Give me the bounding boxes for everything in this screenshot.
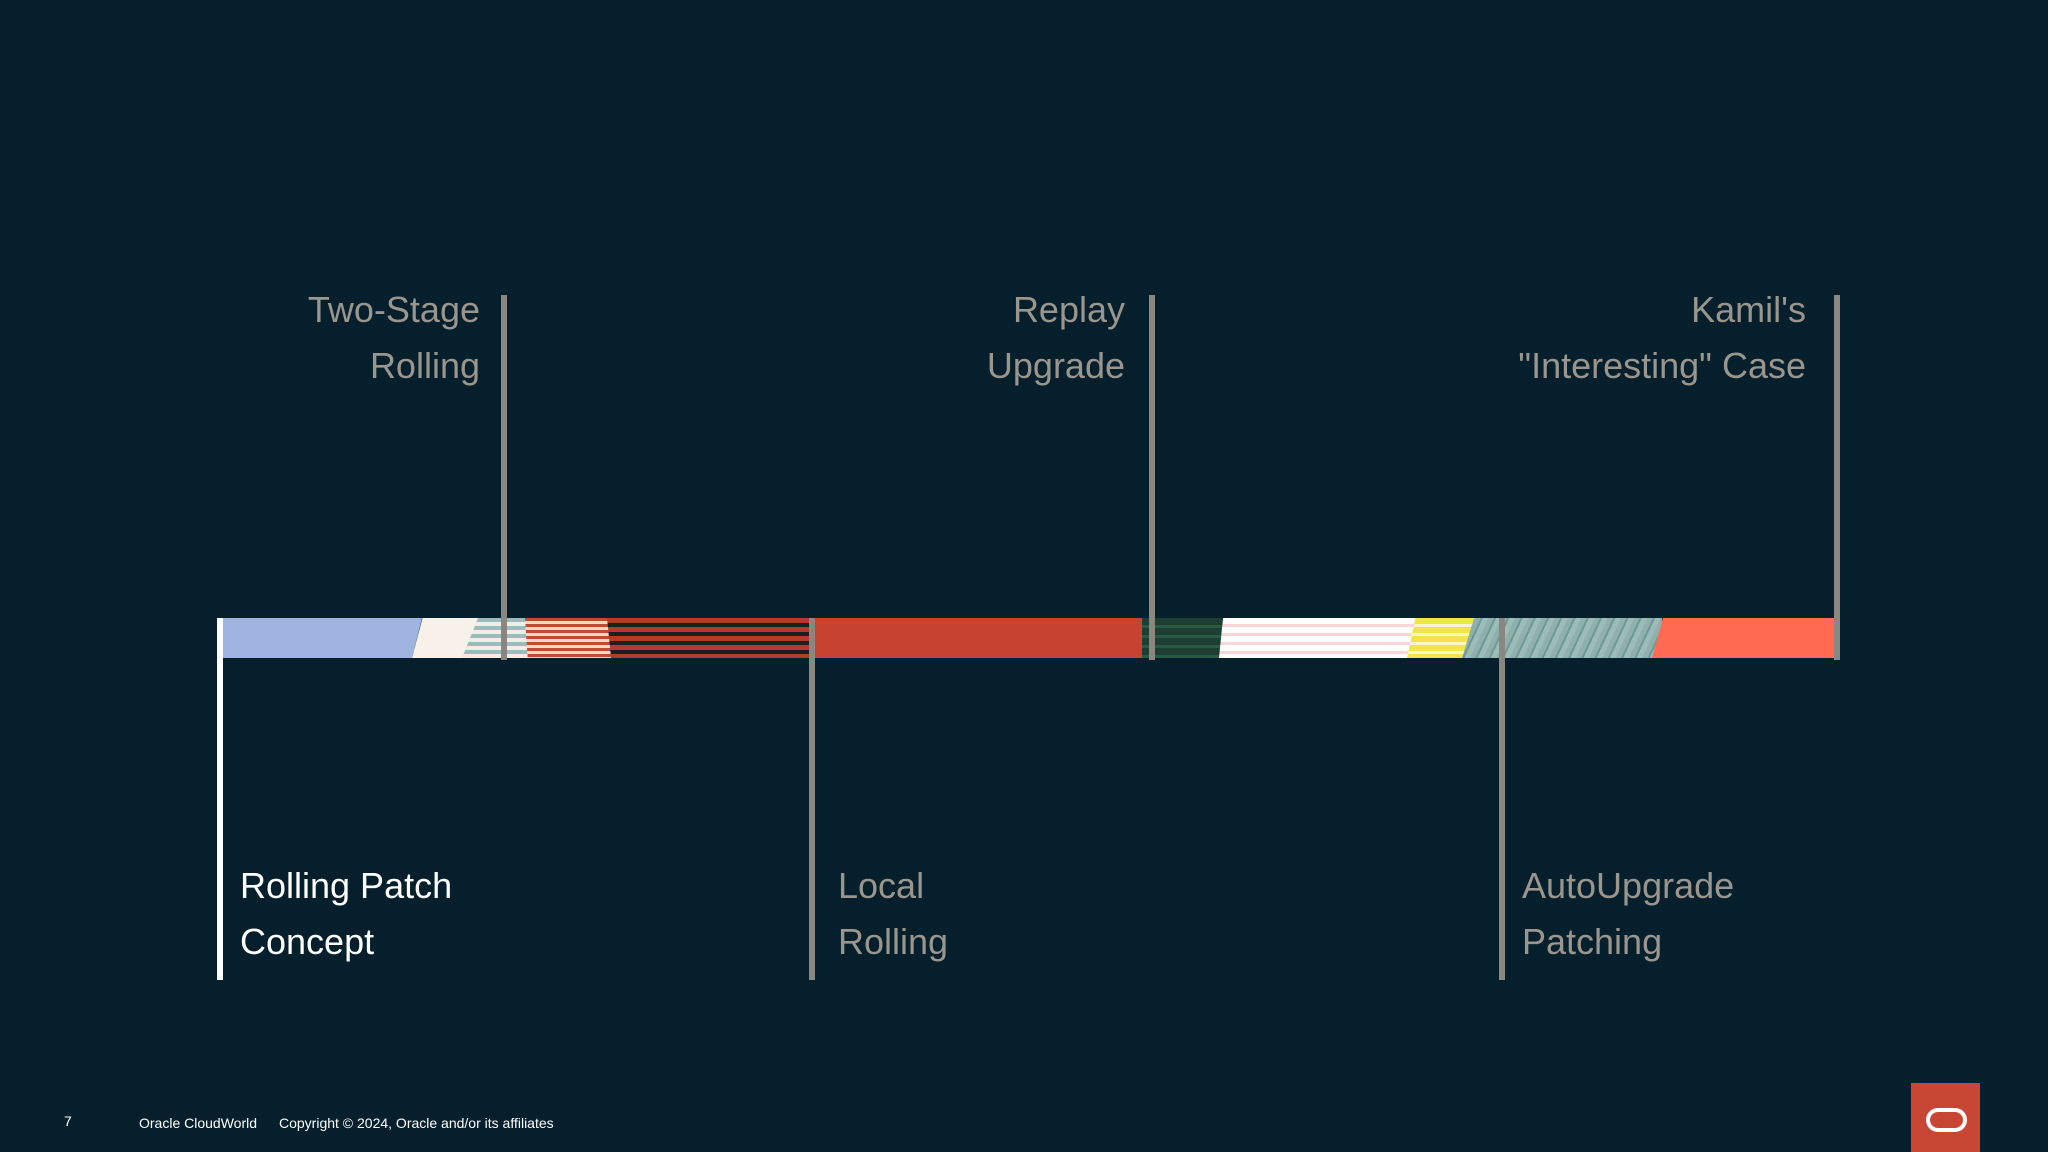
footer-event: Oracle CloudWorld — [139, 1115, 258, 1131]
milestone-label-line2: Concept — [240, 921, 375, 962]
milestone-label-line1: Rolling Patch — [240, 865, 453, 906]
milestone-label-line2: "Interesting" Case — [1518, 345, 1806, 386]
timeline-band — [222, 618, 1834, 658]
slide-number: 7 — [64, 1113, 72, 1129]
band-segment-green-stripes — [1142, 618, 1222, 658]
footer-copyright: Copyright © 2024, Oracle and/or its affi… — [279, 1115, 554, 1131]
milestone-line-kamils-case — [1834, 295, 1840, 660]
milestone-line-local-rolling — [809, 618, 815, 980]
milestone-label-line2: Rolling — [369, 345, 480, 386]
milestone-label-replay-upgrade[interactable]: Replay Upgrade — [987, 282, 1125, 394]
milestone-line-two-stage-rolling — [501, 295, 507, 660]
milestone-label-line1: AutoUpgrade — [1522, 865, 1735, 906]
milestone-label-kamils-case[interactable]: Kamil's "Interesting" Case — [1518, 282, 1806, 394]
milestone-label-line1: Kamil's — [1691, 289, 1806, 330]
band-segment-white-pink — [1219, 618, 1419, 658]
milestone-line-replay-upgrade — [1149, 295, 1155, 660]
milestone-label-line1: Two-Stage — [307, 289, 480, 330]
milestone-label-line2: Rolling — [838, 921, 949, 962]
milestone-label-line1: Local — [838, 865, 925, 906]
milestone-label-line2: Upgrade — [986, 345, 1125, 386]
milestone-label-rolling-patch-concept[interactable]: Rolling Patch Concept — [240, 858, 452, 970]
milestone-label-autoupgrade-patching[interactable]: AutoUpgrade Patching — [1522, 858, 1734, 970]
oracle-logo-icon — [1911, 1083, 1980, 1152]
band-segment-red — [812, 618, 1147, 658]
milestone-line-rolling-patch-concept — [217, 618, 223, 980]
band-segment-topographic — [1462, 618, 1662, 658]
milestone-label-local-rolling[interactable]: Local Rolling — [838, 858, 948, 970]
band-segment-blue — [222, 618, 422, 658]
milestone-label-line1: Replay — [1012, 289, 1125, 330]
band-segment-pink-stripes — [525, 618, 615, 658]
milestone-label-line2: Patching — [1522, 921, 1663, 962]
oracle-logo-ring — [1926, 1108, 1967, 1132]
band-segment-dark-red-stripes — [607, 618, 812, 658]
milestone-line-autoupgrade-patching — [1499, 618, 1505, 980]
band-segment-coral — [1652, 618, 1834, 658]
milestone-label-two-stage-rolling[interactable]: Two-Stage Rolling — [308, 282, 480, 394]
